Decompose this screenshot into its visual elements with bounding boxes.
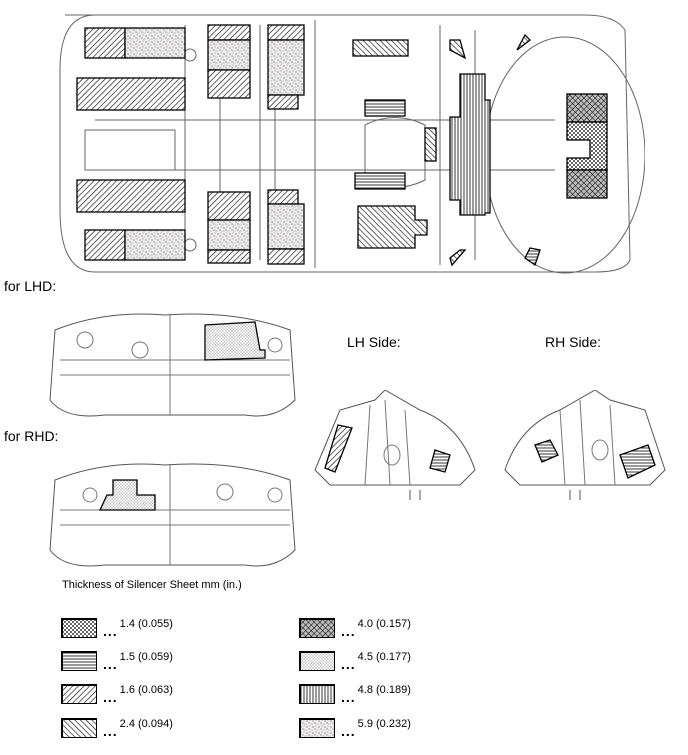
legend-item-4-5: ... 4.5 (0.177) (299, 651, 411, 673)
legend-item-4-8: ... 4.8 (0.189) (299, 684, 411, 706)
diagonal-forward-swatch-icon (61, 718, 97, 738)
floor-panel-diagram (59, 14, 645, 274)
diagonal-back-swatch-icon (61, 684, 97, 704)
legend-value: 1.6 (0.063) (119, 684, 173, 696)
rh-side-label: RH Side: (545, 334, 602, 350)
legend-value: 2.4 (0.094) (119, 718, 173, 730)
lh-side-label: LH Side: (347, 334, 401, 350)
fine-dots-swatch-icon (299, 651, 335, 671)
vertical-lines-swatch-icon (299, 684, 335, 704)
legend-item-1-6: ... 1.6 (0.063) (61, 684, 173, 706)
lhd-dash-panel-diagram (49, 313, 296, 417)
legend-value: 1.5 (0.059) (119, 651, 173, 663)
legend-title: Thickness of Silencer Sheet mm (in.) (62, 579, 242, 591)
legend-item-4-0: ... 4.0 (0.157) (299, 618, 411, 640)
rhd-label: for RHD: (4, 428, 59, 444)
lhd-label: for LHD: (4, 278, 57, 294)
crosshatch-swatch-icon (299, 618, 335, 638)
legend-value: 4.0 (0.157) (357, 618, 411, 630)
legend-item-1-4: ... 1.4 (0.055) (61, 618, 173, 640)
legend-value: 4.5 (0.177) (357, 651, 411, 663)
rh-side-wheelhouse-diagram (504, 390, 666, 500)
legend-item-5-9: ... 5.9 (0.232) (299, 718, 411, 740)
legend-value: 5.9 (0.232) (357, 718, 411, 730)
speckle-swatch-icon (299, 718, 335, 738)
horizontal-lines-swatch-icon (61, 651, 97, 671)
legend-item-2-4: ... 2.4 (0.094) (61, 718, 173, 740)
lh-side-wheelhouse-diagram (314, 390, 476, 500)
dots-swatch-icon (61, 618, 97, 638)
legend-item-1-5: ... 1.5 (0.059) (61, 651, 173, 673)
legend-value: 1.4 (0.055) (119, 618, 173, 630)
legend-value: 4.8 (0.189) (357, 684, 411, 696)
rhd-dash-panel-diagram (49, 463, 296, 567)
